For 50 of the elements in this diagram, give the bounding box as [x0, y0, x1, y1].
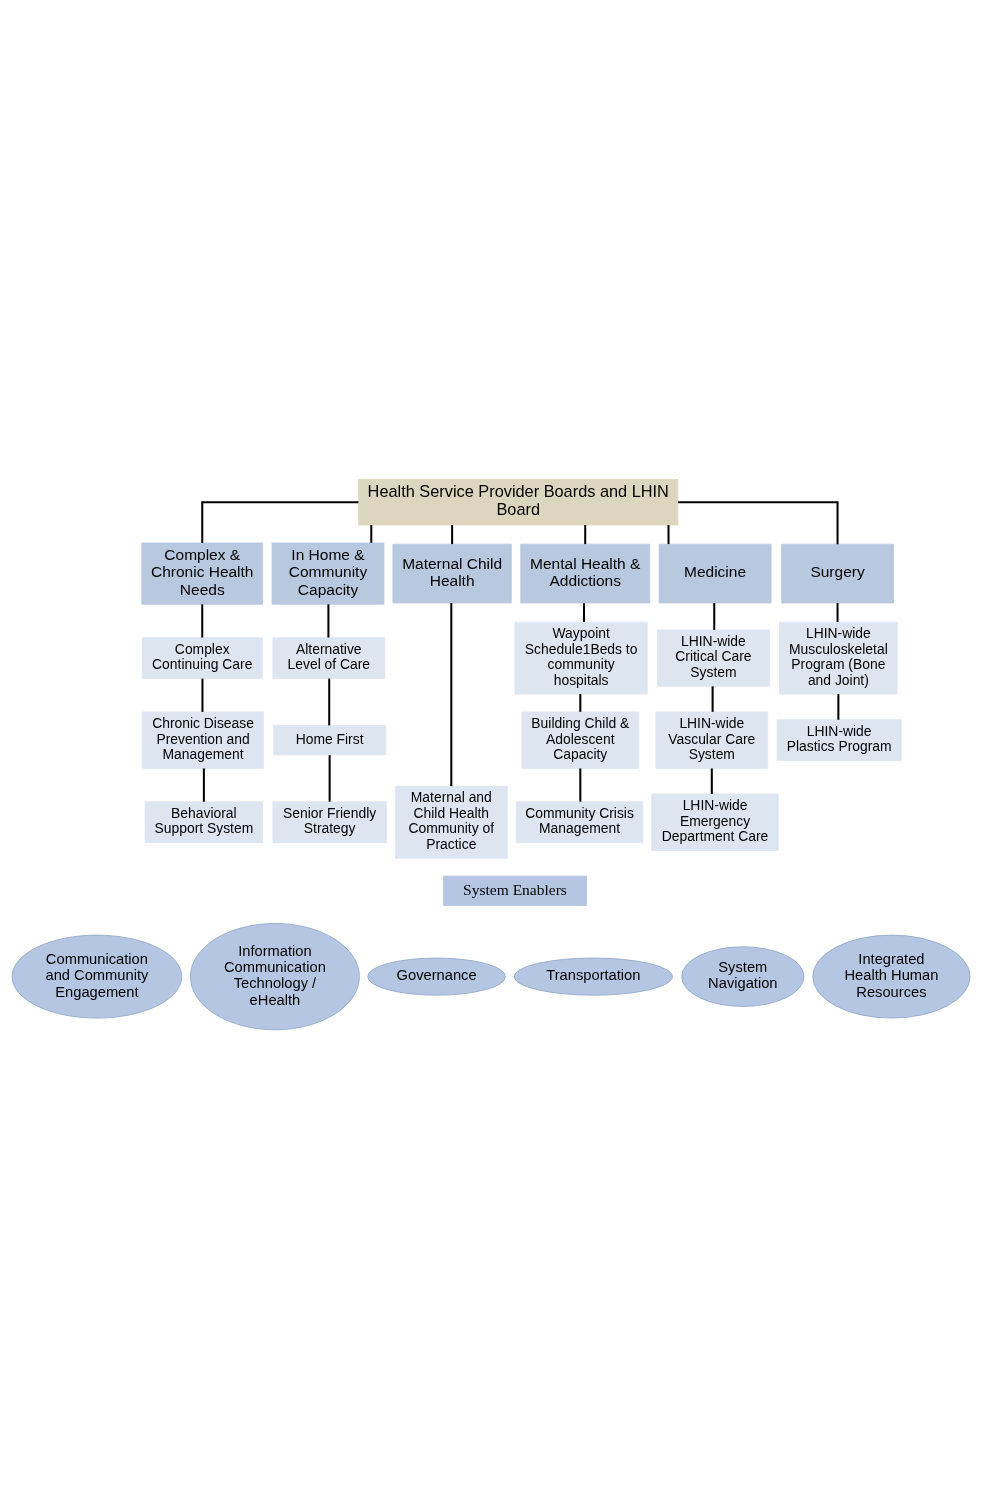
node-ellipse: Information Communication Technology / eHealth: [190, 923, 360, 1031]
connector: [584, 525, 587, 545]
connector: [678, 501, 839, 545]
node-box: LHIN-wide Plastics Program: [776, 719, 902, 761]
node-box: Alternative Level of Care: [272, 637, 386, 679]
connector: [201, 501, 359, 543]
connector: [328, 755, 331, 802]
node-box: LHIN-wide Critical Care System: [657, 629, 770, 687]
connector: [451, 525, 454, 545]
node-box: Building Child & Adolescent Capacity: [521, 711, 640, 769]
node-box: Chronic Disease Prevention and Management: [142, 711, 264, 769]
node-box: Medicine: [658, 543, 772, 604]
node-ellipse: System Navigation: [681, 946, 805, 1007]
node-box: Maternal and Child Health Community of Practice: [394, 785, 508, 859]
connector: [583, 603, 585, 622]
connector: [450, 603, 453, 787]
connector: [328, 678, 331, 726]
node-box: Mental Health & Addictions: [520, 543, 651, 604]
connector: [327, 604, 330, 638]
connector: [201, 604, 204, 638]
connector: [579, 768, 582, 802]
node-ellipse: Communication and Community Engagement: [11, 934, 183, 1019]
connector: [836, 603, 839, 622]
connector: [579, 694, 582, 712]
node-box: Behavioral Support System: [144, 801, 264, 844]
node-ellipse: Transportation: [513, 957, 673, 996]
node-box: Home First: [273, 725, 386, 756]
node-box: Senior Friendly Strategy: [272, 801, 387, 844]
node-box: Health Service Provider Boards and LHIN Board: [358, 478, 679, 526]
connector: [201, 678, 204, 712]
node-box: Maternal Child Health: [392, 543, 512, 604]
node-box: LHIN-wide Musculoskeletal Program (Bone and Joint): [779, 621, 898, 695]
node-box: Community Crisis Management: [515, 801, 644, 844]
connector: [667, 525, 670, 545]
node-box: Complex Continuing Care: [141, 637, 263, 679]
node-ellipse: Governance: [367, 957, 506, 996]
node-box: Surgery: [781, 543, 894, 604]
node-ellipse: Integrated Health Human Resources: [812, 934, 971, 1019]
node-box: System Enablers: [443, 875, 587, 906]
node-box: In Home & Community Capacity: [271, 542, 385, 605]
node-box: LHIN-wide Vascular Care System: [655, 711, 769, 769]
connector: [711, 686, 714, 712]
connector: [202, 768, 205, 802]
node-box: Complex & Chronic Health Needs: [141, 542, 264, 605]
connector: [710, 768, 713, 794]
connector: [713, 603, 716, 630]
node-box: LHIN-wide Emergency Department Care: [651, 793, 779, 851]
node-box: Waypoint Schedule1Beds to community hospitals: [514, 621, 648, 695]
connector: [837, 694, 840, 720]
connector: [370, 525, 373, 543]
